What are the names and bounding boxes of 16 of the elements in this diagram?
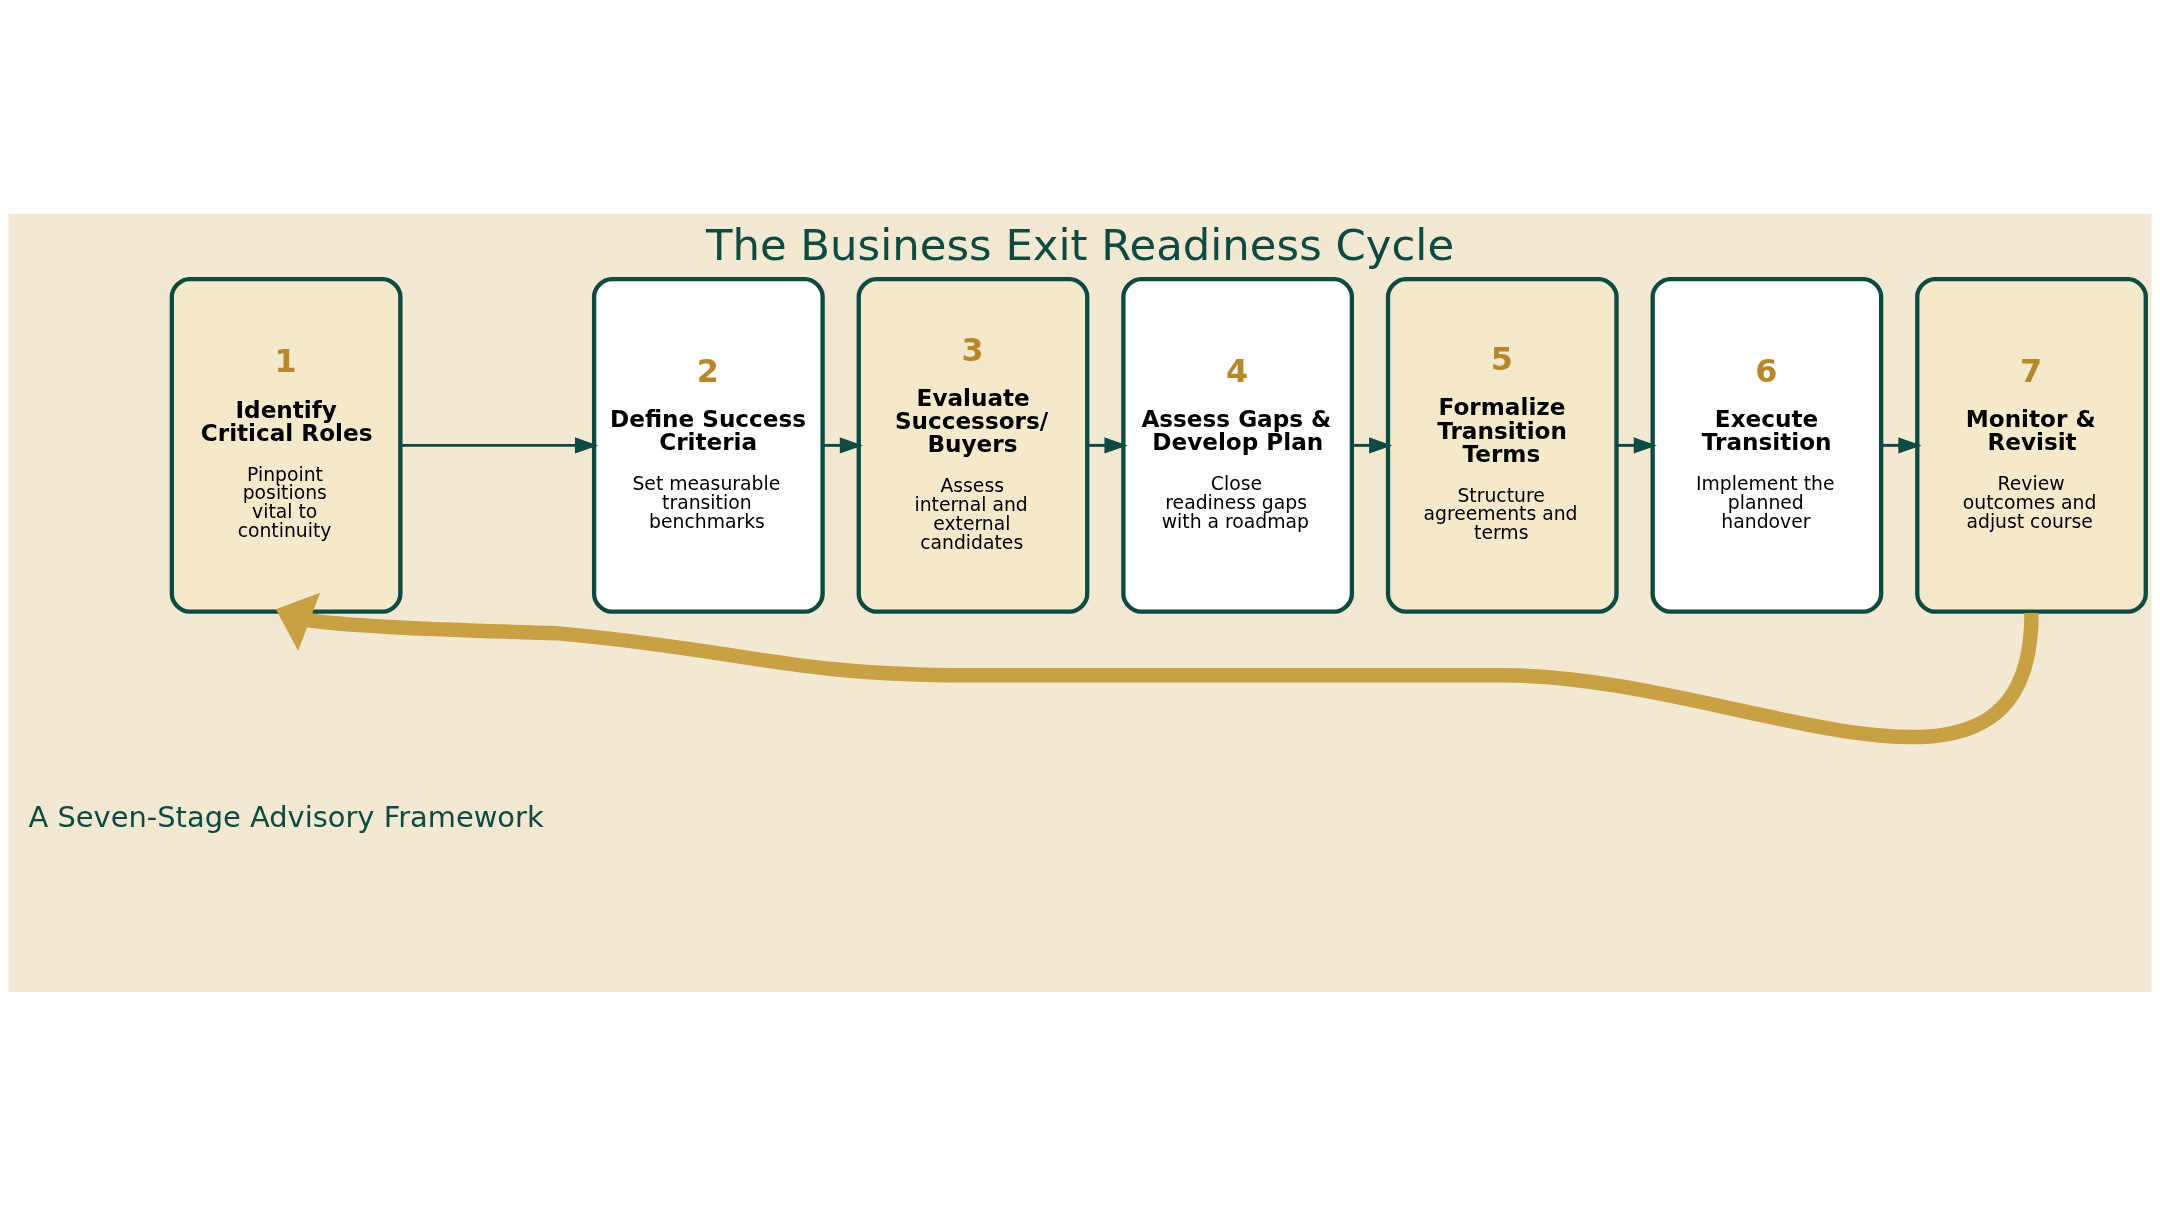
arrow: [1351, 437, 1393, 454]
node-box: 6 Execute Transition Implement the planned handover: [1650, 276, 1884, 614]
diagram-title: The Business Exit Readiness Cycle: [705, 220, 1455, 271]
arrow: [275, 592, 2039, 744]
node-box: 2 Define Success Criteria Set measurable transition benchmarks: [591, 276, 825, 614]
label: A Seven-Stage Advisory Framework: [28, 800, 544, 835]
arrow: [822, 437, 863, 454]
arrow: [400, 437, 599, 454]
node-box: 1 Identify Critical Roles Pinpoint positions vital to continuity: [169, 276, 403, 614]
arrow: [1881, 437, 1922, 454]
node-box: 7 Monitor & Revisit Review outcomes and adjust course: [1915, 276, 2148, 614]
node-box: 4 Assess Gaps & Develop Plan Close readiness gaps with a roadmap: [1121, 276, 1355, 614]
node-box: 5 Formalize Transition Terms Structure agreements and terms: [1385, 276, 1619, 614]
arrow: [1616, 437, 1657, 454]
arrow: [1087, 437, 1128, 454]
node-box: 3 Evaluate Successors/ Buyers Assess internal and external candidates: [856, 276, 1090, 614]
